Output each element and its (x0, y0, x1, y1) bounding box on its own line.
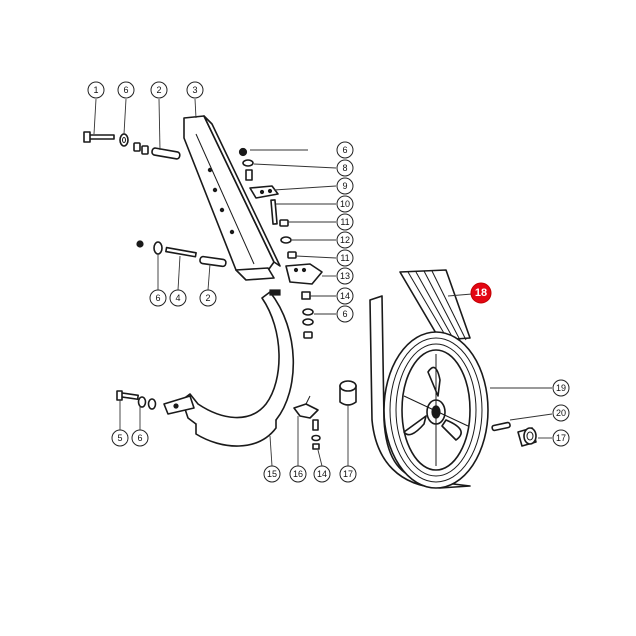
svg-text:2: 2 (156, 85, 161, 95)
svg-text:6: 6 (137, 433, 142, 443)
clamp-plate-part-13 (285, 263, 323, 285)
callout-13: 13 (336, 267, 354, 285)
callout-1: 1 (87, 81, 105, 99)
leader-lines (93, 98, 553, 467)
svg-text:6: 6 (123, 85, 128, 95)
svg-text:3: 3 (192, 85, 197, 95)
washer-part-6-top (119, 133, 129, 147)
callout-2-mid: 2 (199, 289, 217, 307)
bushing-part-17-right (517, 427, 537, 447)
bracket-arm-part-3 (183, 115, 281, 281)
svg-text:5: 5 (117, 433, 122, 443)
svg-text:20: 20 (556, 408, 566, 418)
callout-6-low: 6 (131, 429, 149, 447)
pin-part-2-mid (199, 255, 227, 268)
callout-14-lower: 14 (313, 465, 331, 483)
svg-text:1: 1 (93, 85, 98, 95)
callout-15: 15 (263, 465, 281, 483)
callout-11-lower: 11 (336, 249, 354, 267)
svg-text:16: 16 (293, 469, 303, 479)
callout-6-top: 6 (117, 81, 135, 99)
callout-6-right-low: 6 (336, 305, 354, 323)
callout-20: 20 (552, 404, 570, 422)
callout-16: 16 (289, 465, 307, 483)
pin-part-2-top (151, 147, 181, 160)
svg-text:6: 6 (342, 309, 347, 319)
callout-2-top: 2 (150, 81, 168, 99)
svg-text:18: 18 (475, 287, 487, 299)
callout-5: 5 (111, 429, 129, 447)
svg-text:11: 11 (340, 253, 349, 263)
callout-4: 4 (169, 289, 187, 307)
bracket-part-16 (293, 395, 319, 419)
v-belt-part-18 (369, 269, 471, 489)
svg-text:14: 14 (317, 469, 327, 479)
callout-14-upper: 14 (336, 287, 354, 305)
svg-text:12: 12 (340, 235, 350, 245)
svg-text:9: 9 (342, 181, 347, 191)
hardware-stack-upper (238, 147, 297, 259)
bolt-part-5 (116, 390, 139, 401)
washer-part-6-mid (136, 240, 163, 255)
pulley-wheel-part-19 (383, 331, 489, 489)
callout-11-upper: 11 (336, 213, 354, 231)
bracket-foot-15 (163, 395, 195, 415)
callout-12: 12 (336, 231, 354, 249)
hardware-stack-lower (301, 291, 314, 339)
washer-part-6-low (137, 396, 157, 410)
svg-text:17: 17 (343, 469, 353, 479)
svg-text:14: 14 (340, 291, 350, 301)
callout-10: 10 (336, 195, 354, 213)
callout-8: 8 (336, 159, 354, 177)
svg-text:8: 8 (342, 163, 347, 173)
callout-19: 19 (552, 379, 570, 397)
bolt-part-1 (83, 131, 115, 143)
svg-text:15: 15 (267, 469, 277, 479)
callout-9: 9 (336, 177, 354, 195)
bolt-part-4 (165, 246, 197, 258)
callout-18-highlighted: 18 (470, 282, 492, 304)
svg-text:19: 19 (556, 383, 566, 393)
callout-6-mid: 6 (149, 289, 167, 307)
svg-text:10: 10 (340, 199, 350, 209)
bushing-part-17-left (339, 380, 357, 406)
svg-text:4: 4 (175, 293, 180, 303)
callout-17-right: 17 (552, 429, 570, 447)
svg-text:11: 11 (340, 217, 349, 227)
svg-text:2: 2 (205, 293, 210, 303)
svg-text:13: 13 (340, 271, 350, 281)
hardware-part-14-low (311, 419, 321, 450)
callout-3: 3 (186, 81, 204, 99)
curved-strap-part-15 (181, 289, 295, 447)
svg-text:17: 17 (556, 433, 566, 443)
pin-part-20 (491, 421, 511, 432)
nut-pair-top (133, 142, 149, 155)
callout-17-left: 17 (339, 465, 357, 483)
svg-text:6: 6 (155, 293, 160, 303)
callout-6-right-top: 6 (336, 141, 354, 159)
svg-text:6: 6 (342, 145, 347, 155)
